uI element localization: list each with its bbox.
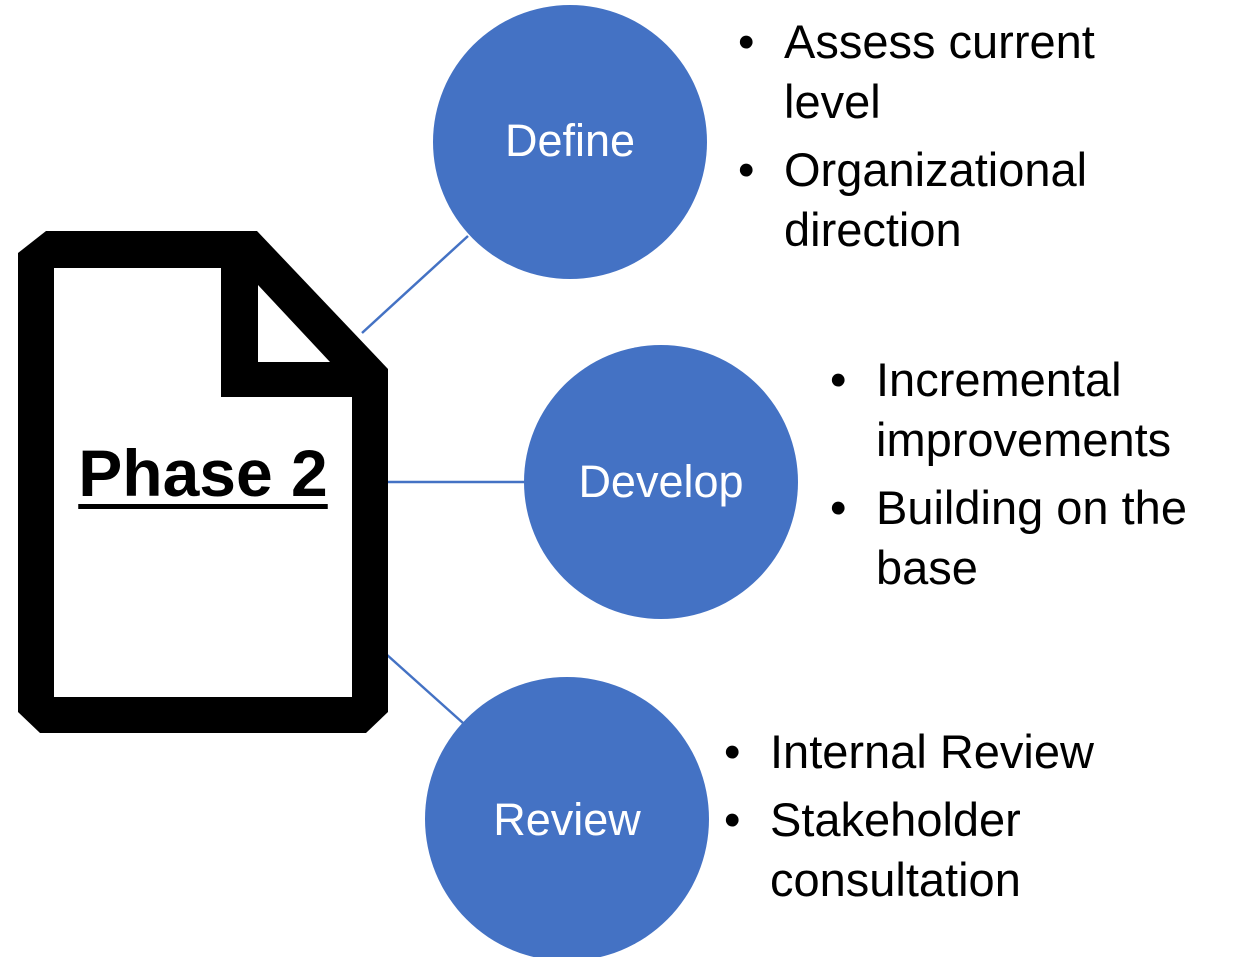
phase-title: Phase 2 <box>78 436 328 510</box>
bullet-item: Incremental improvements <box>830 350 1240 470</box>
connector-review <box>385 653 464 724</box>
bullet-item: Building on the base <box>830 478 1240 598</box>
define-bullets: Assess current level Organizational dire… <box>738 12 1158 268</box>
develop-label: Develop <box>578 456 744 507</box>
review-circle <box>425 677 709 957</box>
review-label: Review <box>493 794 641 845</box>
define-circle <box>433 5 707 279</box>
bullet-item: Internal Review <box>724 722 1144 782</box>
bullet-item: Organizational direction <box>738 140 1158 260</box>
bullet-item: Assess current level <box>738 12 1158 132</box>
bullet-item: Stakeholder consultation <box>724 790 1144 910</box>
define-label: Define <box>504 115 636 166</box>
connector-define <box>361 235 469 334</box>
review-bullets: Internal Review Stakeholder consultation <box>724 722 1144 918</box>
develop-circle <box>524 345 798 619</box>
document-icon <box>18 231 388 733</box>
develop-bullets: Incremental improvements Building on the… <box>830 350 1240 606</box>
